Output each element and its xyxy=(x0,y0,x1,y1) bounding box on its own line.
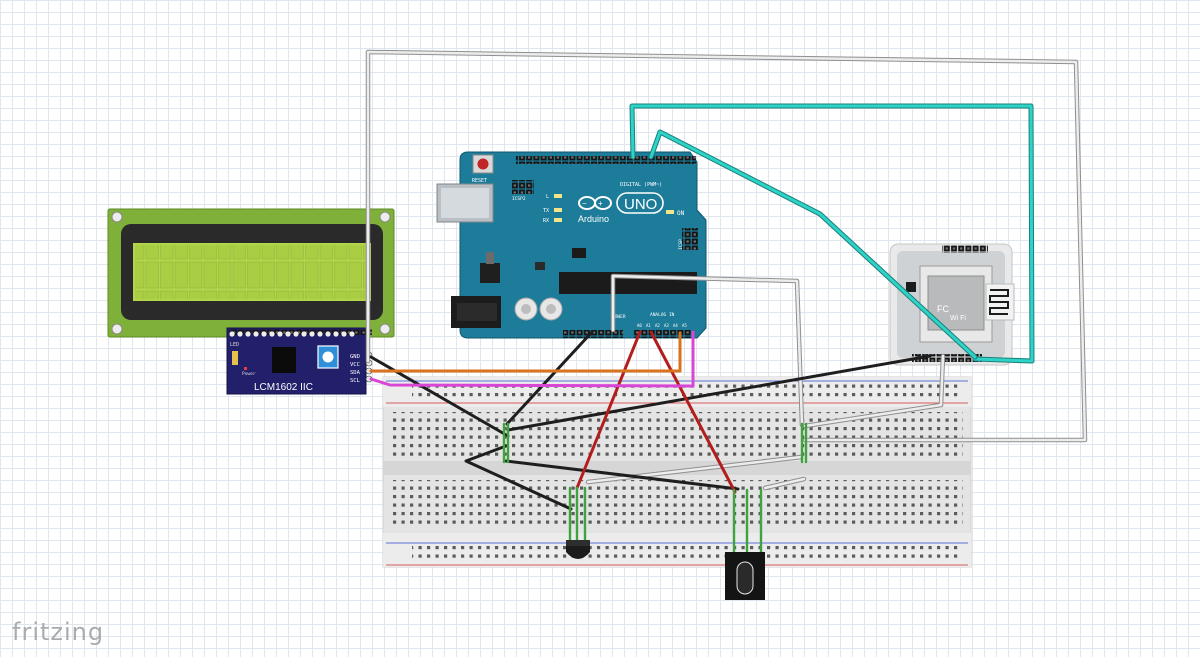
wire-white-sensor[interactable] xyxy=(585,454,807,491)
arduino-brand: Arduino xyxy=(578,214,609,224)
power-label: POWER xyxy=(612,314,626,320)
wire-white-analog[interactable] xyxy=(610,273,805,428)
wire-black-3[interactable] xyxy=(506,354,932,432)
lcd-i2c-module[interactable]: LED Power LCM1602 IIC GND VCC SDA SCL xyxy=(226,327,373,395)
icsp2-label: ICSP2 xyxy=(512,196,526,202)
led-label: LED xyxy=(230,342,239,348)
wire-cyan-2[interactable] xyxy=(648,129,978,360)
power-label: Power xyxy=(242,371,256,377)
wire-white-vcc[interactable] xyxy=(365,49,1088,443)
wire-white-wifi[interactable] xyxy=(802,353,946,429)
wires xyxy=(365,49,1088,558)
pin-label-a2: A2 xyxy=(655,323,660,328)
pin-label-a1: A1 xyxy=(646,323,651,328)
pin-label-gnd: GND xyxy=(350,354,360,360)
rx-label: RX xyxy=(543,218,549,224)
wire-black-4[interactable] xyxy=(464,444,573,511)
pin-label-a4: A4 xyxy=(673,323,678,328)
ir-receiver[interactable] xyxy=(725,552,765,600)
wifi-module[interactable]: FC Wi Fi xyxy=(889,243,1015,366)
pin-label-a3: A3 xyxy=(664,323,669,328)
tx-label: TX xyxy=(543,208,549,214)
icsp-label: ICSP xyxy=(678,239,684,250)
arduino-uno[interactable]: RESET DIGITAL (PWM~) ICSP2 L TX RX ON − … xyxy=(436,151,707,339)
pin-label-scl: SCL xyxy=(350,378,361,384)
wire-magenta-scl[interactable] xyxy=(369,330,695,388)
analog-label: ANALOG IN xyxy=(650,312,675,318)
arduino-model: UNO xyxy=(624,196,657,213)
on-label: ON xyxy=(677,210,685,217)
reset-label: RESET xyxy=(472,178,487,184)
breadboard[interactable] xyxy=(382,376,972,568)
digital-label: DIGITAL (PWM~) xyxy=(620,182,662,188)
wire-cyan-1[interactable] xyxy=(629,103,1035,364)
temperature-sensor[interactable] xyxy=(566,540,590,559)
module-model-label: LCM1602 IIC xyxy=(254,382,313,393)
l-label: L xyxy=(546,194,549,200)
wifi-label: Wi Fi xyxy=(950,315,966,322)
pin-label-a0: A0 xyxy=(637,323,642,328)
fritzing-logo: fritzing xyxy=(12,618,105,646)
svg-text:−: − xyxy=(582,199,587,208)
pin-label-vcc: VCC xyxy=(350,362,360,368)
lcd-display[interactable] xyxy=(107,208,395,338)
wire-red-2[interactable] xyxy=(649,330,737,494)
arduino-logo: − + xyxy=(578,196,612,210)
wire-red-1[interactable] xyxy=(575,330,642,490)
wire-black-5[interactable] xyxy=(504,459,740,491)
svg-text:+: + xyxy=(598,199,603,208)
pin-label-a5: A5 xyxy=(682,323,687,328)
pin-label-sda: SDA xyxy=(350,370,361,376)
wire-black-1[interactable] xyxy=(505,330,594,426)
fcc-label: FC xyxy=(937,304,949,314)
wire-orange-sda[interactable] xyxy=(369,331,682,373)
